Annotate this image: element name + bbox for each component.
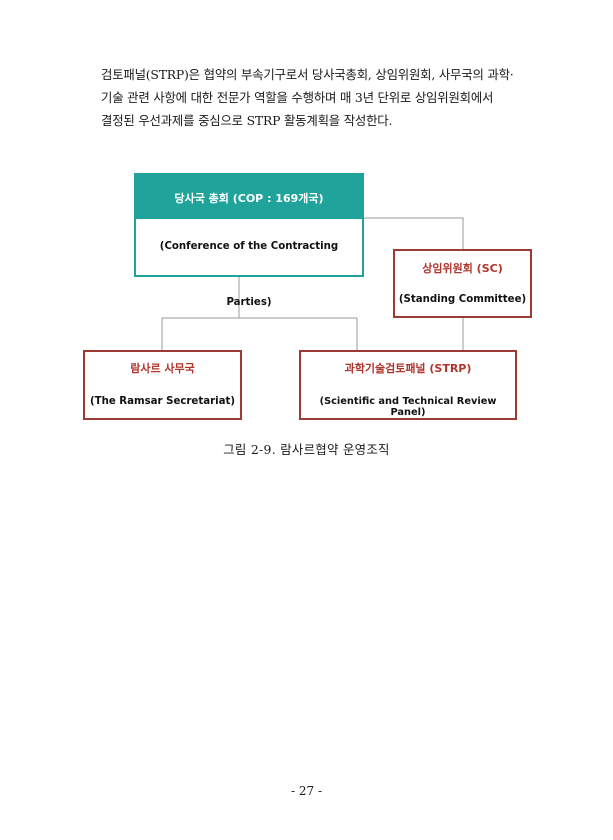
- cop-box-header: 당사국 총회 (COP : 169개국): [134, 173, 364, 221]
- cop-subtitle: (Conference of the Contracting Parties): [159, 241, 339, 308]
- connector-cop-sc: [364, 217, 464, 249]
- paragraph-line-3: 결정된 우선과제를 중심으로 STRP 활동계획을 작성한다.: [101, 113, 393, 128]
- cop-box-body: (Conference of the Contracting Parties): [134, 219, 364, 308]
- sc-box: 상임위원회 (SC) (Standing Committee): [393, 249, 532, 318]
- strp-title: 과학기술검토패널 (STRP): [344, 362, 472, 375]
- figure-caption: 그림 2-9. 람사르협약 운영조직: [223, 442, 390, 457]
- cop-title: 당사국 총회 (COP : 169개국): [174, 192, 324, 205]
- strp-subtitle: (Scientific and Technical Review Panel): [319, 396, 497, 418]
- ramsar-subtitle: (The Ramsar Secretariat): [89, 396, 236, 407]
- ramsar-box: 람사르 사무국 (The Ramsar Secretariat): [83, 350, 242, 420]
- ramsar-title: 람사르 사무국: [130, 362, 195, 375]
- sc-title: 상임위원회 (SC): [422, 262, 503, 275]
- body-paragraph: 검토패널(STRP)은 협약의 부속기구로서 당사국총회, 상임위원회, 사무국…: [101, 63, 533, 132]
- strp-box: 과학기술검토패널 (STRP) (Scientific and Technica…: [299, 350, 517, 420]
- sc-subtitle: (Standing Committee): [398, 294, 527, 305]
- paragraph-line-2: 기술 관련 사항에 대한 전문가 역할을 수행하며 매 3년 단위로 상임위원회…: [101, 90, 494, 105]
- paragraph-line-1: 검토패널(STRP)은 협약의 부속기구로서 당사국총회, 상임위원회, 사무국…: [101, 67, 514, 82]
- page-number: - 27 -: [290, 784, 322, 798]
